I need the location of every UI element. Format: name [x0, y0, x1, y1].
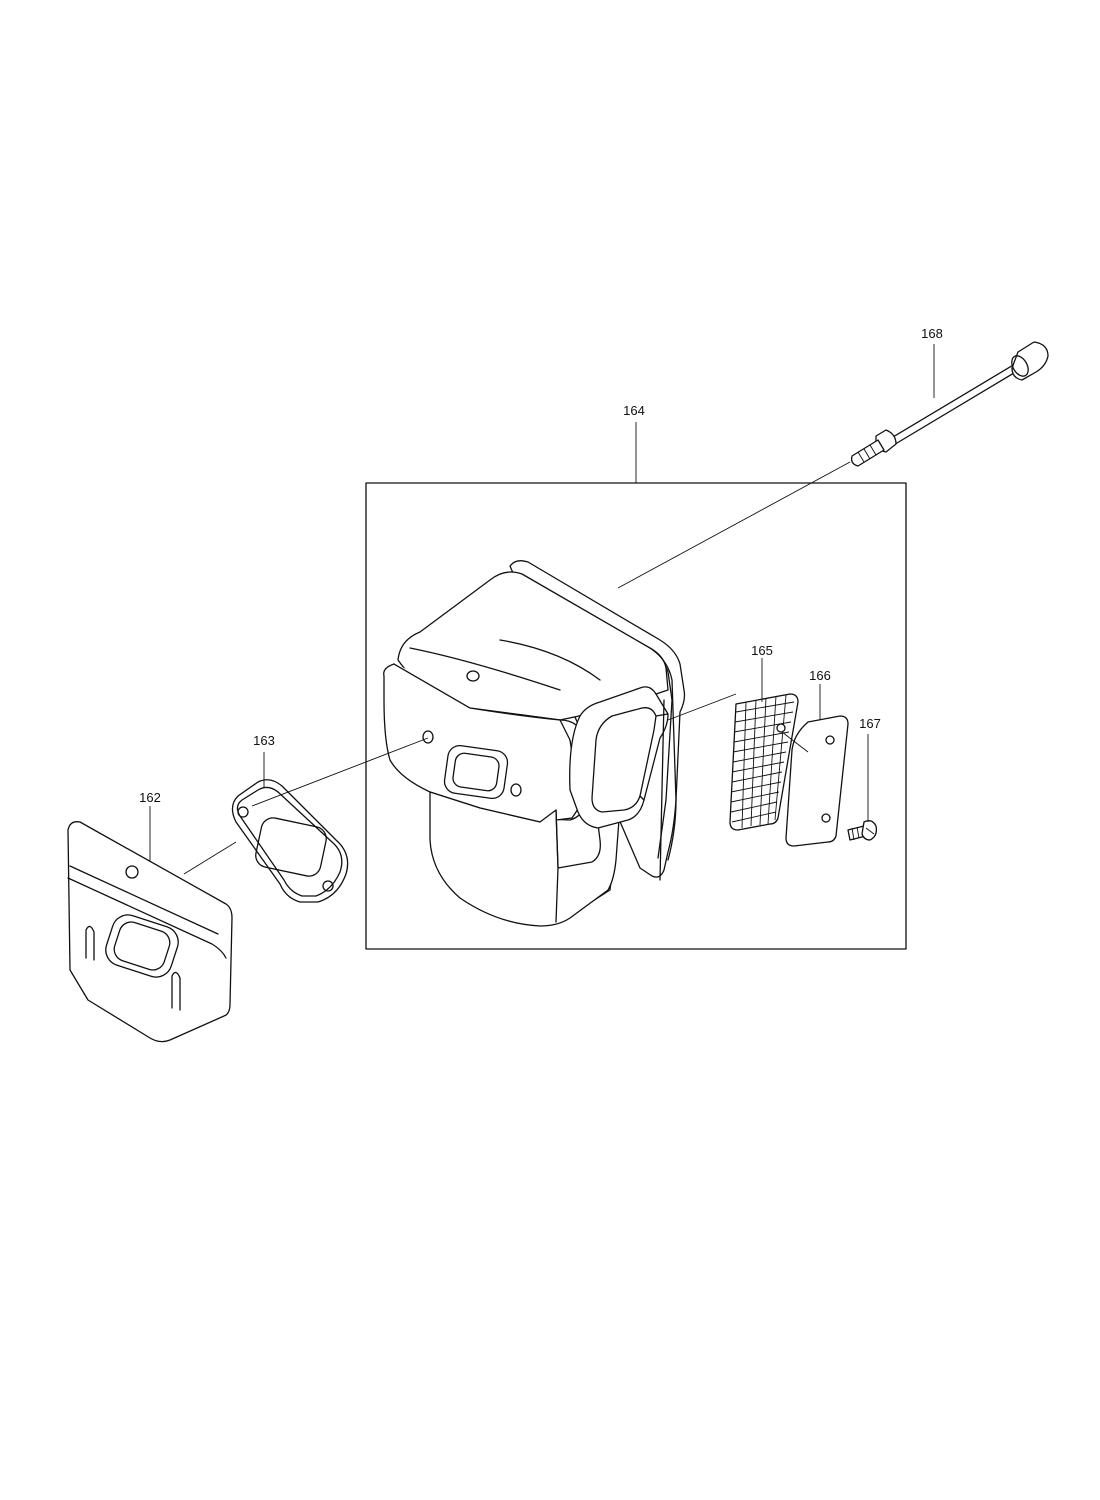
- label-166: 166: [809, 668, 831, 683]
- leader-screen-axis: [667, 693, 737, 721]
- leader-plate-axis: [781, 731, 809, 753]
- leader-shield-axis: [183, 841, 237, 875]
- part-166-plate[interactable]: [785, 715, 849, 847]
- part-168-bolt[interactable]: [850, 341, 1049, 467]
- label-167: 167: [859, 716, 881, 731]
- label-162: 162: [139, 790, 161, 805]
- part-165-screen[interactable]: [729, 693, 799, 831]
- leader-168-axis: [617, 461, 851, 589]
- label-165: 165: [751, 643, 773, 658]
- leader-gasket-axis: [251, 737, 429, 807]
- part-164-muffler[interactable]: [383, 560, 686, 927]
- label-164: 164: [623, 403, 645, 418]
- part-162-heat-shield[interactable]: [67, 821, 233, 1043]
- part-167-screw[interactable]: [847, 820, 878, 841]
- label-168: 168: [921, 326, 943, 341]
- part-163-gasket[interactable]: [231, 779, 349, 903]
- label-163: 163: [253, 733, 275, 748]
